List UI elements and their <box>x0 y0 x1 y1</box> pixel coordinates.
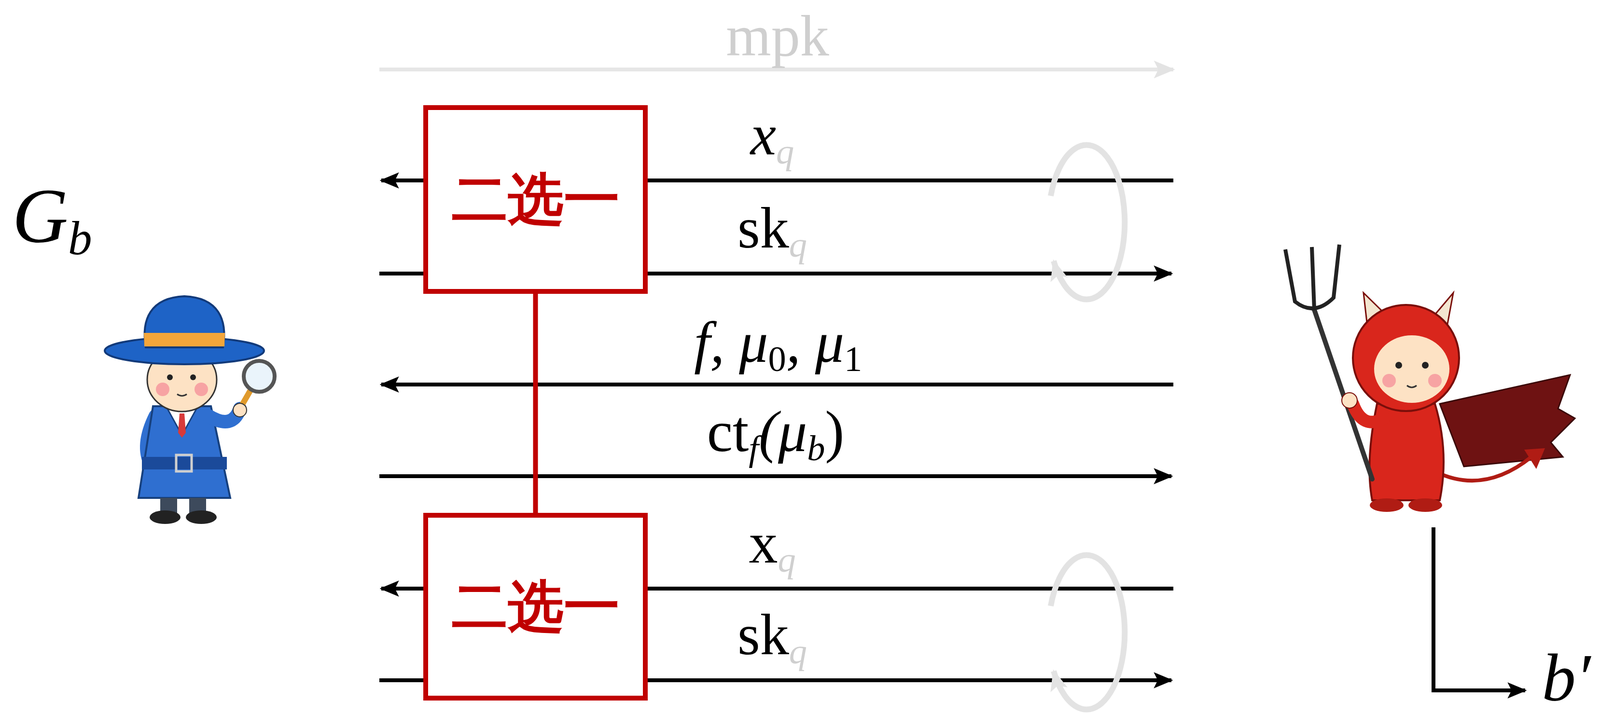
drawing-part <box>190 374 196 381</box>
drawing-part <box>1369 498 1404 513</box>
drawing-part <box>1352 403 1385 423</box>
math-expression: skq <box>737 606 807 670</box>
math-expression: b′ <box>1542 644 1591 712</box>
drawing-part <box>185 510 217 525</box>
subscript: b <box>68 211 93 265</box>
math-label: sk <box>737 602 790 668</box>
drawing-part <box>381 382 1174 387</box>
drawing-part <box>1311 247 1315 310</box>
math-label: f, μ <box>694 310 769 375</box>
box-label: 二选一 <box>451 576 620 639</box>
subscript: 0 <box>767 338 786 379</box>
drawing-part <box>1374 335 1450 404</box>
drawing-part <box>1050 145 1125 300</box>
choice-box: 二选一 <box>423 105 648 294</box>
drawing-part <box>1352 305 1460 412</box>
math-label: (μ <box>758 399 807 464</box>
math-label: x <box>748 511 778 576</box>
drawing-part <box>233 403 247 418</box>
math-label: G <box>12 173 69 260</box>
drawing-part <box>243 361 275 392</box>
math-label: , μ <box>786 310 845 375</box>
math-label: b′ <box>1542 640 1591 715</box>
broadcast-arrow <box>379 67 1174 72</box>
connector-layer <box>535 293 536 514</box>
drawing-part <box>379 474 1172 479</box>
subscript: f <box>748 428 759 468</box>
drawing-part <box>143 333 225 347</box>
drawing-part <box>166 374 173 381</box>
drawing-part <box>1406 385 1417 388</box>
output-arrow <box>1433 527 1526 691</box>
drawing-part <box>178 413 186 438</box>
math-expression: Gb <box>12 177 92 263</box>
drawing-part <box>149 510 181 525</box>
drawing-part <box>1439 375 1575 467</box>
math-expression: skq <box>737 199 807 263</box>
math-expression: xq <box>748 514 796 578</box>
math-label: ct <box>707 399 750 464</box>
link-line <box>533 293 539 514</box>
drawing-part <box>1421 361 1429 369</box>
box-label: 二选一 <box>451 168 620 231</box>
math-label: x <box>750 102 777 167</box>
drawing-part <box>1395 361 1403 369</box>
drawing-part <box>1050 555 1125 710</box>
subscript: b <box>806 428 825 468</box>
drawing-part <box>1408 498 1443 513</box>
subscript: 1 <box>844 338 863 379</box>
subscript: q <box>789 631 807 671</box>
math-label: ) <box>824 399 845 464</box>
drawing-part <box>1341 392 1358 409</box>
math-label: sk <box>737 195 790 261</box>
subscript: q <box>789 224 807 265</box>
math-expression: xq <box>750 106 794 170</box>
drawing-part <box>194 382 209 397</box>
drawing-part <box>155 382 170 397</box>
drawing-part <box>1524 448 1545 470</box>
repeat-loop <box>1050 145 1125 710</box>
math-expression: ctf(μb) <box>707 403 845 467</box>
choice-box: 二选一 <box>423 513 648 701</box>
drawing-part <box>176 455 192 472</box>
math-expression: f, μ0, μ1 <box>694 313 863 377</box>
drawing-part <box>1434 457 1532 481</box>
subscript: q <box>776 131 794 171</box>
subscript: q <box>777 539 796 580</box>
detective-figure <box>104 296 275 525</box>
drawing-part <box>177 394 187 397</box>
drawing-part <box>141 457 227 470</box>
devil-figure <box>1285 244 1575 513</box>
math-label: mpk <box>725 3 829 69</box>
drawing-part <box>1428 374 1442 388</box>
math-expression: mpk <box>725 7 829 66</box>
drawing-part <box>1314 309 1373 480</box>
drawing-part <box>1382 374 1396 388</box>
